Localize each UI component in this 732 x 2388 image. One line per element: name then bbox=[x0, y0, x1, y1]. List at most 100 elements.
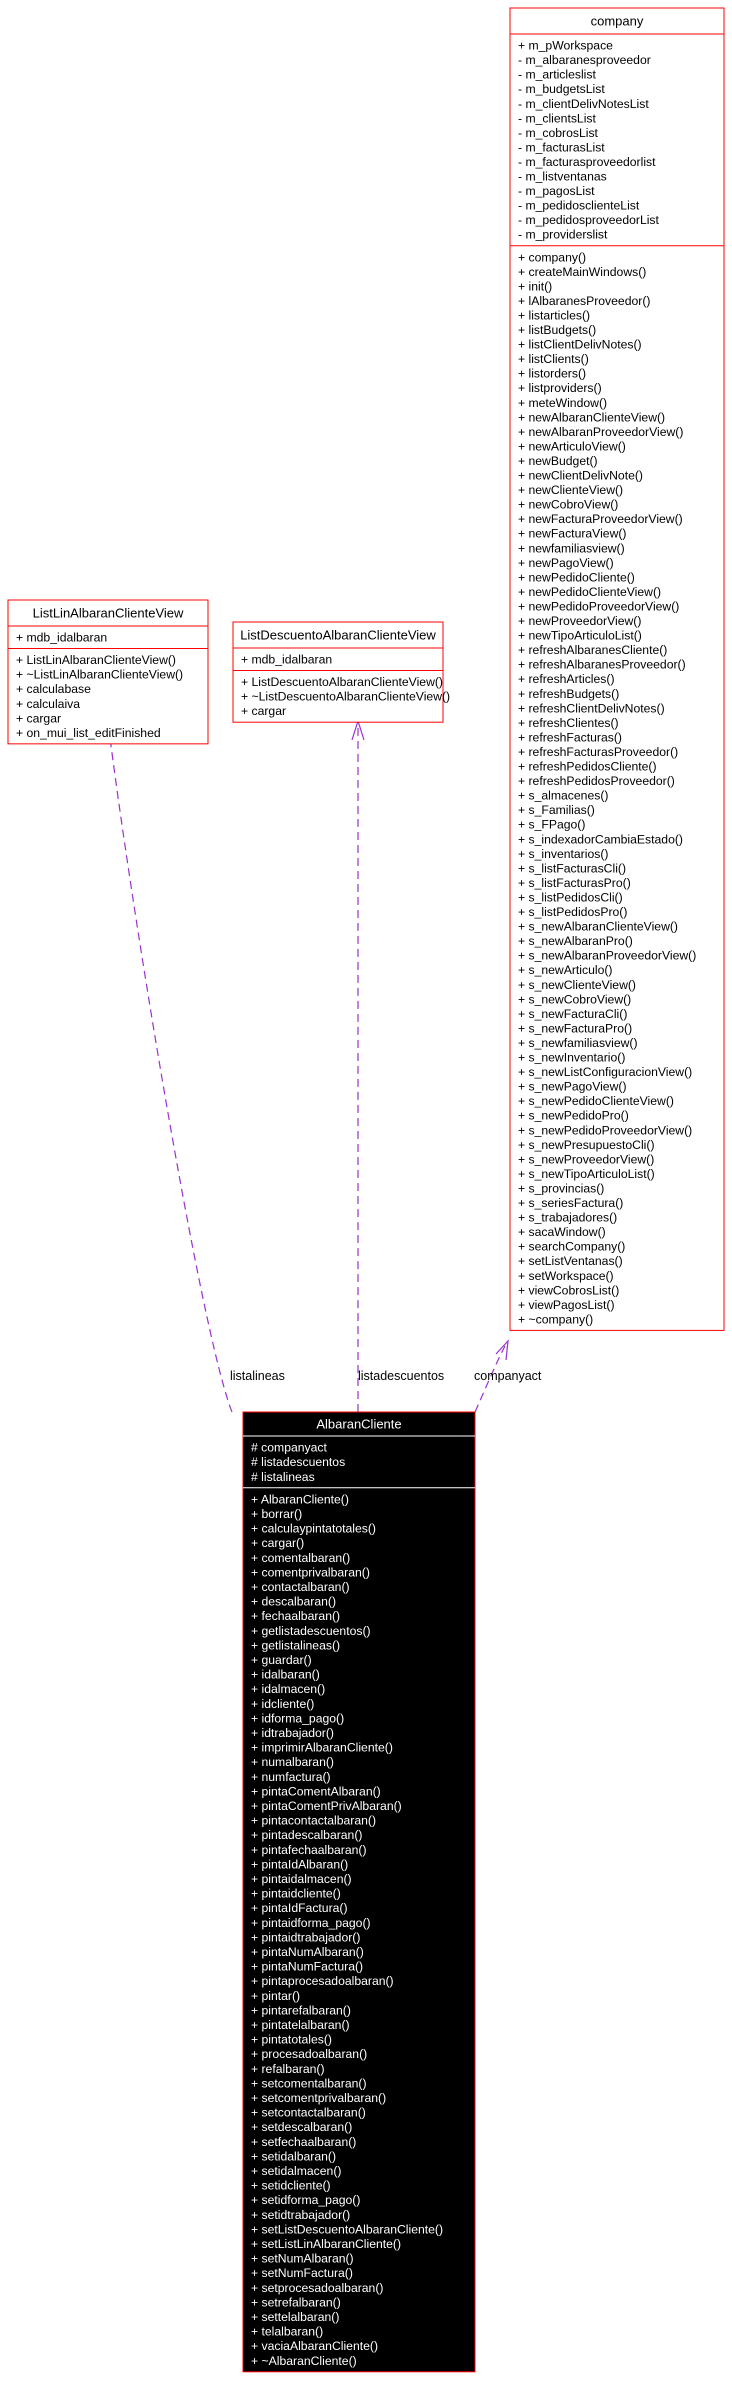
class-method: + numalbaran() bbox=[251, 1755, 334, 1769]
class-method: + refreshPedidosProveedor() bbox=[518, 774, 675, 788]
class-method: + pintaidcliente() bbox=[251, 1887, 341, 1901]
class-method: + setNumAlbaran() bbox=[251, 2252, 354, 2266]
class-attribute: - m_facturasproveedorlist bbox=[518, 155, 656, 169]
class-method: + setNumFactura() bbox=[251, 2266, 353, 2280]
class-method: + s_newAlbaranPro() bbox=[518, 934, 633, 948]
class-method: + ~ListDescuentoAlbaranClienteView() bbox=[241, 690, 450, 704]
class-method: + s_Familias() bbox=[518, 803, 595, 817]
class-method: + pintaComentAlbaran() bbox=[251, 1784, 381, 1798]
class-method: + searchCompany() bbox=[518, 1240, 625, 1254]
class-method: + idcliente() bbox=[251, 1697, 314, 1711]
edge-companyact-arrowhead bbox=[495, 1339, 509, 1361]
class-method: + setprocesadoalbaran() bbox=[251, 2281, 383, 2295]
class-method: + s_newProveedorView() bbox=[518, 1152, 654, 1166]
class-method: + ~company() bbox=[518, 1312, 593, 1326]
class-method: + s_listPedidosPro() bbox=[518, 905, 627, 919]
class-method: + ~ListLinAlbaranClienteView() bbox=[16, 668, 183, 682]
class-method: + refreshClientDelivNotes() bbox=[518, 701, 665, 715]
class-method: + s_newFacturaCli() bbox=[518, 1007, 627, 1021]
class-method: + calculaypintatotales() bbox=[251, 1522, 376, 1536]
class-method: + pintarefalbaran() bbox=[251, 2003, 351, 2017]
edge-listalineas bbox=[107, 721, 233, 1413]
class-method: + setListVentanas() bbox=[518, 1254, 623, 1268]
class-method: + pintar() bbox=[251, 1989, 300, 2003]
class-method: + pintaidtrabajador() bbox=[251, 1930, 360, 1944]
class-method: + s_listFacturasCli() bbox=[518, 861, 626, 875]
class-method: + setidtrabajador() bbox=[251, 2208, 350, 2222]
class-method: + refreshClientes() bbox=[518, 716, 619, 730]
class-method: + setrefalbaran() bbox=[251, 2295, 341, 2309]
class-method: + s_newTipoArticuloList() bbox=[518, 1167, 655, 1181]
class-method: + newAlbaranProveedorView() bbox=[518, 425, 683, 439]
class-method: + settelalbaran() bbox=[251, 2310, 339, 2324]
class-method: + fechaalbaran() bbox=[251, 1609, 340, 1623]
class-attribute: - m_articleslist bbox=[518, 68, 596, 82]
class-method: + s_newListConfiguracionView() bbox=[518, 1065, 692, 1079]
class-method: + s_FPago() bbox=[518, 818, 585, 832]
class-attribute: # companyact bbox=[251, 1441, 327, 1455]
class-method: + listClients() bbox=[518, 352, 589, 366]
class-method: + pintaprocesadoalbaran() bbox=[251, 1974, 394, 1988]
class-method: + getlistadescuentos() bbox=[251, 1624, 371, 1638]
class-method: + s_newClienteView() bbox=[518, 978, 636, 992]
class-method: + newTipoArticuloList() bbox=[518, 629, 642, 643]
class-listlin: ListLinAlbaranClienteView+ mdb_idalbaran… bbox=[7, 599, 209, 745]
class-method: + listproviders() bbox=[518, 381, 602, 395]
class-method: + s_newInventario() bbox=[518, 1051, 625, 1065]
class-method: + calculaiva bbox=[16, 697, 80, 711]
edge-label-listalineas: listalineas bbox=[230, 1369, 285, 1383]
class-method: + pintaNumFactura() bbox=[251, 1960, 363, 1974]
class-method: + pintafechaalbaran() bbox=[251, 1843, 367, 1857]
class-method: + newPedidoCliente() bbox=[518, 570, 635, 584]
class-method: + setdescalbaran() bbox=[251, 2120, 352, 2134]
class-method: + comentalbaran() bbox=[251, 1551, 350, 1565]
class-method: + newAlbaranClienteView() bbox=[518, 410, 665, 424]
class-method: + s_indexadorCambiaEstado() bbox=[518, 832, 683, 846]
class-method: + calculabase bbox=[16, 682, 91, 696]
class-title-company: company bbox=[591, 14, 644, 29]
class-method: + refreshPedidosCliente() bbox=[518, 760, 657, 774]
class-method: + company() bbox=[518, 250, 586, 264]
class-attribute: - m_pedidosclienteList bbox=[518, 199, 640, 213]
class-box-listlin bbox=[7, 599, 209, 745]
class-method: + s_newPedidoProveedorView() bbox=[518, 1123, 692, 1137]
class-method: + numfactura() bbox=[251, 1770, 331, 1784]
class-method: + listBudgets() bbox=[518, 323, 596, 337]
class-method: + imprimirAlbaranCliente() bbox=[251, 1741, 393, 1755]
class-method: + newPagoView() bbox=[518, 556, 614, 570]
class-method: + pintaidalmacen() bbox=[251, 1872, 352, 1886]
class-attribute: - m_albaranesproveedor bbox=[518, 53, 651, 67]
class-method: + init() bbox=[518, 279, 552, 293]
class-method: + s_newfamiliasview() bbox=[518, 1036, 638, 1050]
class-method: + s_newPedidoClienteView() bbox=[518, 1094, 674, 1108]
class-method: + cargar bbox=[241, 704, 286, 718]
class-attribute: + m_pWorkspace bbox=[518, 39, 613, 53]
class-attribute: # listadescuentos bbox=[251, 1455, 345, 1469]
class-method: + setcomentalbaran() bbox=[251, 2076, 367, 2090]
class-method: + idalbaran() bbox=[251, 1668, 320, 1682]
class-attribute: - m_providerslist bbox=[518, 228, 608, 242]
class-albaran: AlbaranCliente# companyact# listadescuen… bbox=[242, 1411, 476, 2373]
class-method: + pintaIdAlbaran() bbox=[251, 1857, 348, 1871]
class-method: + newClienteView() bbox=[518, 483, 623, 497]
class-method: + refreshBudgets() bbox=[518, 687, 619, 701]
class-method: + AlbaranCliente() bbox=[251, 1492, 349, 1506]
class-method: + newFacturaView() bbox=[518, 527, 627, 541]
class-method: + setidalmacen() bbox=[251, 2164, 341, 2178]
class-method: + newCobroView() bbox=[518, 498, 618, 512]
class-method: + newFacturaProveedorView() bbox=[518, 512, 683, 526]
class-method: + newBudget() bbox=[518, 454, 598, 468]
class-method: + ListLinAlbaranClienteView() bbox=[16, 653, 176, 667]
class-method: + refalbaran() bbox=[251, 2062, 325, 2076]
class-method: + s_newPresupuestoCli() bbox=[518, 1138, 655, 1152]
class-method: + setWorkspace() bbox=[518, 1269, 614, 1283]
class-method: + viewCobrosList() bbox=[518, 1283, 619, 1297]
class-method: + pintadescalbaran() bbox=[251, 1828, 362, 1842]
class-method: + s_newFacturaPro() bbox=[518, 1021, 632, 1035]
class-method: + newfamiliasview() bbox=[518, 541, 625, 555]
class-method: + sacaWindow() bbox=[518, 1225, 606, 1239]
class-listdesc: ListDescuentoAlbaranClienteView+ mdb_ida… bbox=[232, 621, 450, 723]
class-method: + viewPagosList() bbox=[518, 1298, 615, 1312]
class-method: + s_provincias() bbox=[518, 1181, 604, 1195]
class-method: + s_newPagoView() bbox=[518, 1080, 627, 1094]
